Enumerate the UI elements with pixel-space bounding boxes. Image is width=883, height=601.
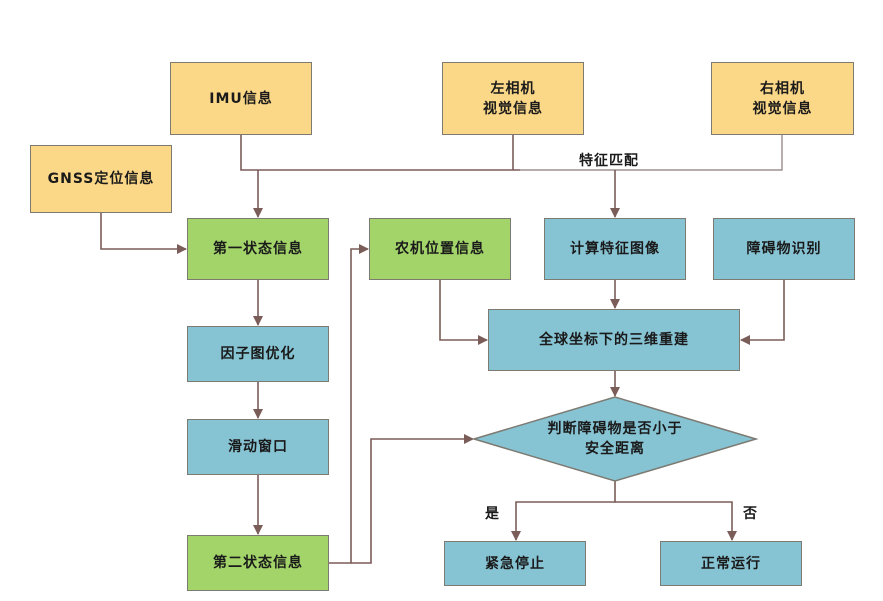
obstacle-recognition-node: 障碍物识别: [713, 218, 855, 280]
emergency-stop-label: 紧急停止: [485, 555, 545, 572]
normal-run-label: 正常运行: [701, 555, 761, 572]
edge-decision-no: [615, 501, 737, 541]
sliding-window-node: 滑动窗口: [187, 419, 329, 475]
right-camera-label-line2: 视觉信息: [752, 100, 813, 117]
agri-position-node: 农机位置信息: [369, 218, 511, 280]
sliding-window-label: 滑动窗口: [228, 439, 288, 455]
right-camera-node: 右相机 视觉信息: [711, 62, 854, 135]
edge-gnss-first-state: [100, 213, 187, 254]
first-state-node: 第一状态信息: [187, 218, 329, 280]
reconstruction-label: 全球坐标下的三维重建: [539, 332, 689, 348]
first-state-label: 第一状态信息: [213, 241, 303, 257]
feature-image-node: 计算特征图像: [544, 218, 686, 280]
reconstruction-node: 全球坐标下的三维重建: [488, 309, 740, 371]
second-state-node: 第二状态信息: [187, 535, 329, 591]
edge-imu-merge: [240, 135, 520, 171]
normal-run-node: 正常运行: [660, 541, 802, 586]
decision-diamond: [471, 396, 759, 482]
factor-graph-node: 因子图优化: [187, 326, 329, 382]
left-camera-label-line1: 左相机: [490, 80, 536, 97]
obstacle-recognition-label: 障碍物识别: [746, 241, 822, 257]
emergency-stop-node: 紧急停止: [444, 541, 586, 586]
yes-label: 是: [485, 506, 500, 522]
edge-feature-match: [520, 135, 783, 171]
decision-label-line1: 判断障碍物是否小于: [547, 421, 683, 437]
imu-info-label: IMU信息: [209, 90, 273, 107]
right-camera-label-line1: 右相机: [760, 80, 805, 97]
feature-image-label: 计算特征图像: [570, 241, 660, 257]
left-camera-label-line2: 视觉信息: [483, 100, 543, 117]
imu-info-node: IMU信息: [170, 62, 312, 135]
edge-obstacle-reconstruction: [740, 280, 785, 345]
agri-position-label: 农机位置信息: [395, 241, 485, 257]
no-label: 否: [743, 506, 758, 522]
gnss-info-label: GNSS定位信息: [47, 171, 155, 187]
edge-decision-branch: [511, 481, 616, 541]
gnss-info-node: GNSS定位信息: [30, 145, 172, 213]
edge-agri-reconstruction: [439, 280, 488, 345]
edge-second-state-agri: [329, 244, 369, 564]
decision-label-line2: 安全距离: [585, 441, 645, 457]
feature-match-label: 特征匹配: [579, 153, 639, 169]
factor-graph-label: 因子图优化: [220, 346, 296, 362]
decision-text: 判断障碍物是否小于 安全距离: [474, 397, 756, 481]
left-camera-node: 左相机 视觉信息: [442, 62, 584, 135]
edge-second-state-decision: [351, 434, 474, 564]
second-state-label: 第二状态信息: [213, 555, 303, 571]
